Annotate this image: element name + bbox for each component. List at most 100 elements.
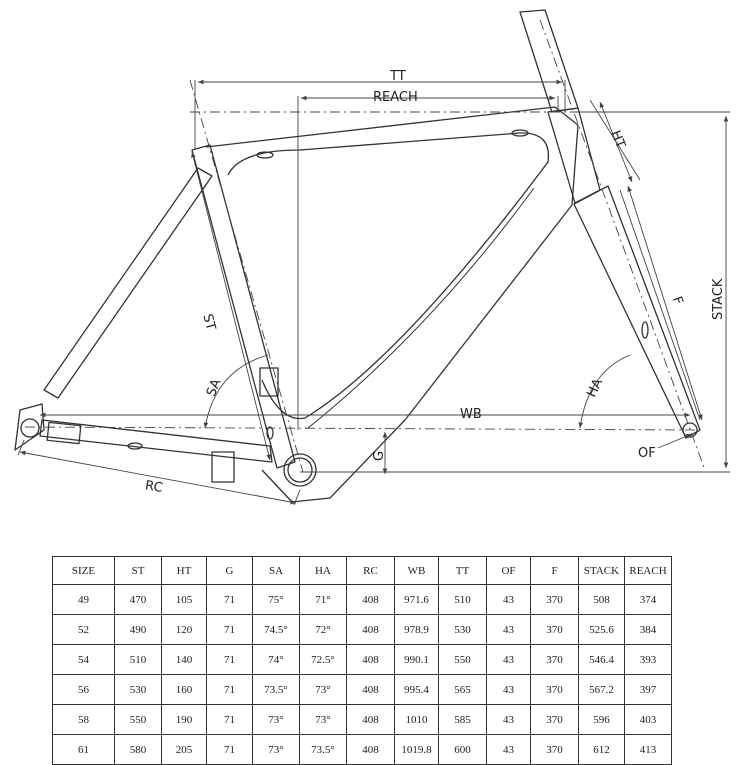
rc-label: RC xyxy=(144,478,164,496)
steerer-tube xyxy=(519,9,579,113)
table-cell: 393 xyxy=(624,644,672,675)
st-label: ST xyxy=(199,312,218,332)
table-cell: 995.4 xyxy=(394,674,439,705)
table-cell: 73° xyxy=(299,704,347,735)
wheel-axis-line xyxy=(24,426,701,431)
table-cell: 43 xyxy=(486,644,531,675)
table-cell: 408 xyxy=(346,674,395,705)
table-cell: 490 xyxy=(114,614,162,645)
table-cell: 596 xyxy=(578,704,625,735)
table-cell: 565 xyxy=(438,674,487,705)
table-cell: 73° xyxy=(299,674,347,705)
frame-geometry-diagram: TT REACH HT STACK ST SA F HA WB OF G RC xyxy=(14,9,730,506)
table-cell: 470 xyxy=(114,584,162,615)
table-cell: 71 xyxy=(206,614,253,645)
of-leader xyxy=(657,433,693,449)
table-cell: 530 xyxy=(114,674,162,705)
tt-label: TT xyxy=(389,69,406,84)
f-extension xyxy=(619,189,701,421)
table-cell: 530 xyxy=(438,614,487,645)
sa-label: SA xyxy=(204,377,224,399)
column-header-of: OF xyxy=(486,556,531,585)
table-cell: 190 xyxy=(161,704,207,735)
table-cell: 370 xyxy=(530,674,579,705)
port-slot xyxy=(127,442,143,450)
table-cell: 408 xyxy=(346,614,395,645)
column-header-st: ST xyxy=(114,556,162,585)
sa-angle-arc xyxy=(203,354,269,429)
table-cell: 408 xyxy=(346,644,395,675)
of-label: OF xyxy=(638,446,656,461)
table-cell: 71 xyxy=(206,644,253,675)
table-cell: 370 xyxy=(530,704,579,735)
column-header-wb: WB xyxy=(394,556,439,585)
port-slot xyxy=(511,129,529,137)
table-cell: 525.6 xyxy=(578,614,625,645)
column-header-ht: HT xyxy=(161,556,207,585)
port-slot xyxy=(641,321,649,339)
column-header-stack: STACK xyxy=(578,556,625,585)
wb-label: WB xyxy=(460,407,482,422)
column-header-size: SIZE xyxy=(52,556,115,585)
table-cell: 43 xyxy=(486,674,531,705)
table-cell: 71° xyxy=(299,584,347,615)
table-cell: 54 xyxy=(52,644,115,675)
table-cell: 370 xyxy=(530,614,579,645)
table-cell: 567.2 xyxy=(578,674,625,705)
table-cell: 408 xyxy=(346,584,395,615)
table-cell: 71 xyxy=(206,584,253,615)
g-label: G xyxy=(372,451,387,461)
table-cell: 374 xyxy=(624,584,672,615)
table-cell: 49 xyxy=(52,584,115,615)
table-cell: 43 xyxy=(486,584,531,615)
rc-dimension xyxy=(19,450,297,505)
column-header-g: G xyxy=(206,556,253,585)
main-triangle-outline xyxy=(205,106,579,503)
table-cell: 510 xyxy=(114,644,162,675)
table-cell: 105 xyxy=(161,584,207,615)
table-cell: 585 xyxy=(438,704,487,735)
table-cell: 397 xyxy=(624,674,672,705)
st-dimension xyxy=(191,151,271,461)
column-header-tt: TT xyxy=(438,556,487,585)
column-header-rc: RC xyxy=(346,556,395,585)
table-cell: 52 xyxy=(52,614,115,645)
table-cell: 72° xyxy=(299,614,347,645)
column-header-ha: HA xyxy=(299,556,347,585)
table-cell: 56 xyxy=(52,674,115,705)
table-cell: 550 xyxy=(114,704,162,735)
table-cell: 546.4 xyxy=(578,644,625,675)
reach-label: REACH xyxy=(373,90,418,105)
table-cell: 74° xyxy=(252,644,300,675)
rear-dropout xyxy=(20,418,40,438)
table-cell: 43 xyxy=(486,704,531,735)
table-cell: 74.5° xyxy=(252,614,300,645)
table-cell: 971.6 xyxy=(394,584,439,615)
table-cell: 408 xyxy=(346,704,395,735)
brake-mount xyxy=(46,421,82,445)
derailleur-hanger xyxy=(14,403,45,451)
table-cell: 160 xyxy=(161,674,207,705)
bottom-bracket xyxy=(283,453,317,487)
ht-dimension xyxy=(599,101,633,183)
table-cell: 384 xyxy=(624,614,672,645)
seat-tube xyxy=(191,144,296,469)
rc-extension xyxy=(17,439,25,456)
main-triangle-inner xyxy=(227,132,550,420)
table-cell: 978.9 xyxy=(394,614,439,645)
table-cell: 1010 xyxy=(394,704,439,735)
table-cell: 71 xyxy=(206,674,253,705)
column-header-f: F xyxy=(530,556,579,585)
ht-label: HT xyxy=(607,128,628,150)
down-tube-edge xyxy=(307,187,535,429)
table-cell: 510 xyxy=(438,584,487,615)
ha-angle-arc xyxy=(578,354,631,429)
table-cell: 508 xyxy=(578,584,625,615)
table-cell: 73° xyxy=(252,704,300,735)
ha-label: HA xyxy=(584,376,606,399)
